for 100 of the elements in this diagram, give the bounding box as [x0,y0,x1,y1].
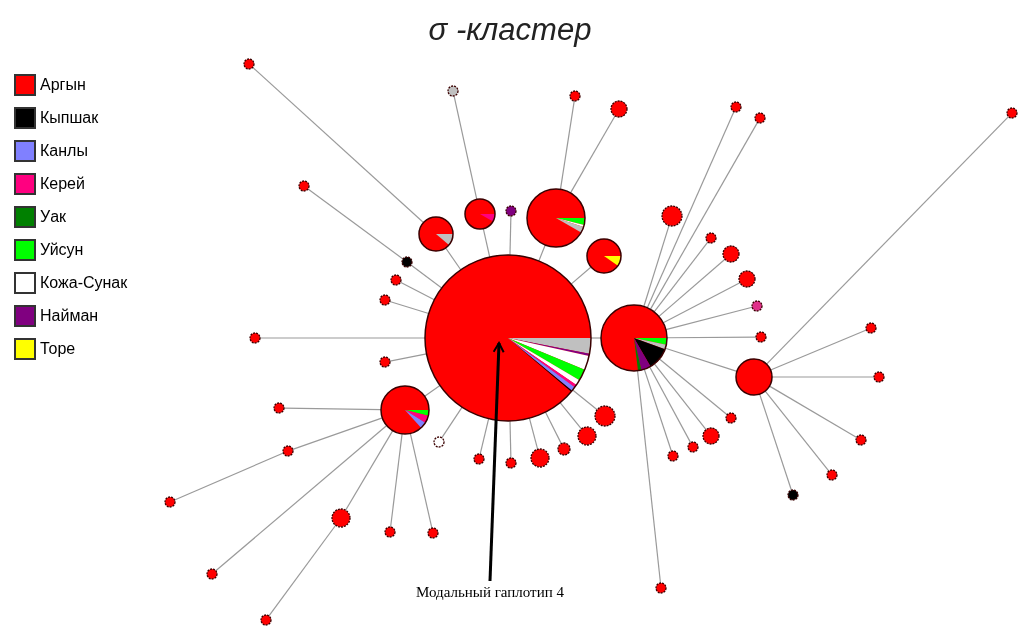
haplotype-circle [505,205,517,217]
haplotype-circle [754,112,766,124]
connector-line [441,406,463,439]
haplotype-circle [447,85,459,97]
legend-label: Торе [40,339,76,359]
connector-line [766,116,1010,365]
connector-line [646,110,735,309]
legend-label: Канлы [40,141,88,161]
haplotype-circle [273,402,285,414]
haplotype-circle [569,90,581,102]
connector-line [643,368,673,452]
connector-line [479,418,490,455]
connector-line [649,121,759,310]
haplotype-circle [418,216,454,252]
connector-line [283,407,382,411]
leader-arrow [488,342,505,582]
haplotype-circle [738,270,756,288]
connector-line [292,417,383,450]
haplotype-circle [722,245,740,263]
connector-line [649,366,692,444]
haplotype-circle [380,385,430,435]
connector-line [759,393,793,491]
haplotype-circle [855,434,867,446]
connector-line [174,452,284,501]
connector-line [590,337,602,339]
connector-line [636,370,662,584]
haplotype-circle [433,436,445,448]
haplotype-circle [379,294,391,306]
connector-line [528,417,539,450]
haplotype-circle [526,188,586,248]
connector-line [268,524,337,617]
connector-line [538,244,546,262]
haplotype-circle [735,358,773,396]
haplotype-circle [282,445,294,457]
haplotype-circle [873,371,885,383]
haplotype-circle [206,568,218,580]
connector-line [544,411,562,445]
connector-line [509,420,512,459]
haplotype-circle [787,489,799,501]
haplotype-circle [424,254,592,422]
connector-line [664,347,738,373]
connector-line [482,228,491,258]
connector-line [215,424,388,572]
haplotype-circle [600,304,668,372]
connector-line [509,215,512,256]
haplotype-circle [249,332,261,344]
haplotype-circle [655,582,667,594]
connector-line [770,329,867,371]
connector-line [424,384,441,397]
haplotype-circle [865,322,877,334]
haplotype-circle [586,238,622,274]
connector-line [643,224,670,308]
haplotype-circle [755,331,767,343]
connector-line [570,266,592,285]
connector-line [252,66,425,224]
legend-label: Аргын [40,75,86,95]
haplotype-circle [473,453,485,465]
haplotype-circle [610,100,628,118]
legend-label: Уйсун [40,240,84,260]
haplotype-circle [331,508,351,528]
legend-label: Найман [40,306,99,326]
connector-line [389,353,428,362]
connector-line [445,247,462,271]
haplotype-circle [379,356,391,368]
haplotype-circle [1006,107,1018,119]
annotation-text: Модальный гаплотип 4 [416,583,564,602]
connector-line [771,376,875,378]
haplotype-circle [705,232,717,244]
connector-line [409,432,433,529]
connector-line [764,390,830,472]
haplotype-circle [464,198,496,230]
haplotype-circle [164,496,176,508]
haplotype-circle [730,101,742,113]
haplotype-circle [505,457,517,469]
connector-line [453,95,478,200]
title: σ -кластер [427,11,593,49]
haplotype-circle [702,427,720,445]
haplotype-circle [243,58,255,70]
connector-line [410,264,443,289]
connector-line [572,389,598,411]
haplotype-circle [577,426,597,446]
legend-label: Керей [40,174,85,194]
connector-line [653,241,709,313]
legend-label: Уак [40,207,67,227]
haplotype-circle [260,614,272,626]
connector-line [307,188,404,260]
haplotype-circle [661,205,683,227]
haplotype-circle [401,256,413,268]
connector-line [390,433,403,528]
connector-line [559,402,582,430]
haplotype-circle [594,405,616,427]
haplotype-circle [427,527,439,539]
connector-line [662,282,741,324]
connector-line [658,258,726,317]
haplotype-circle [687,441,699,453]
haplotype-circle [390,274,402,286]
connector-line [658,358,728,416]
haplotype-circle [557,442,571,456]
connector-line [569,115,616,194]
connector-line [559,100,575,190]
